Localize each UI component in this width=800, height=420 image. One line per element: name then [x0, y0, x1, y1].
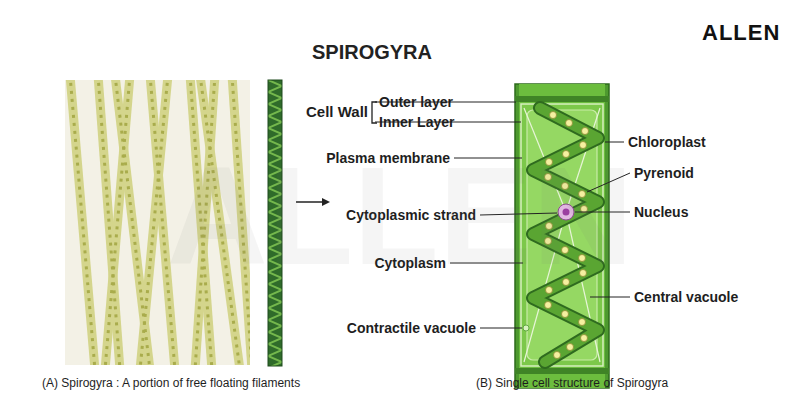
leader-line	[480, 328, 522, 329]
part-label: Pyrenoid	[634, 165, 694, 181]
caption-text: (B) Single cell structure of Spirogyra	[476, 377, 668, 391]
bracket	[372, 102, 377, 123]
part-label: Inner Layer	[379, 114, 454, 130]
watermark-text: ALLEN	[167, 135, 634, 296]
part-label: Chloroplast	[628, 134, 706, 150]
caption-text: (A) Spirogyra : A portion of free floati…	[42, 377, 300, 391]
part-label: Nucleus	[634, 204, 688, 220]
part-label: Outer layer	[379, 94, 453, 110]
part-label: Cell Wall	[306, 103, 368, 120]
title: SPIROGYRA	[312, 41, 432, 64]
part-label: Contractile vacuole	[347, 320, 476, 336]
part-label: Central vacuole	[634, 289, 738, 305]
leader-line	[590, 297, 630, 298]
logo-text: ALLEN	[702, 20, 780, 45]
